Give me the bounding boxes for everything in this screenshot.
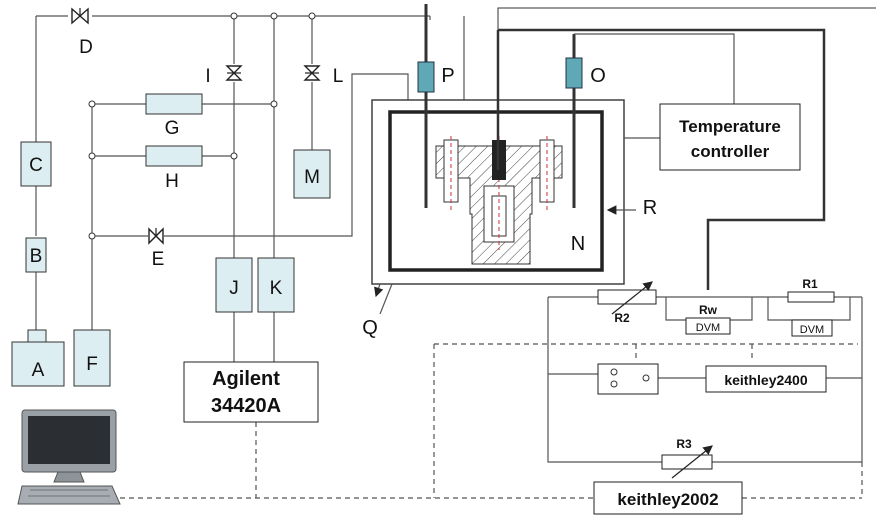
label-G: G bbox=[165, 118, 180, 139]
keithley2400-label: keithley2400 bbox=[724, 372, 807, 388]
temperature-controller: Temperature controller bbox=[659, 103, 801, 171]
component-K-box bbox=[257, 257, 295, 313]
label-Q: Q bbox=[362, 317, 378, 339]
component-A-cap bbox=[27, 329, 47, 343]
label-I: I bbox=[205, 66, 210, 87]
probe-O bbox=[565, 34, 583, 208]
agilent-line1: Agilent bbox=[212, 368, 280, 390]
junction-nodes bbox=[88, 12, 316, 240]
label-R3: R3 bbox=[676, 437, 692, 451]
label-H: H bbox=[165, 171, 179, 192]
dvm-1-label: DVM bbox=[696, 322, 720, 334]
label-Rw: Rw bbox=[699, 303, 718, 317]
valve-E bbox=[148, 227, 164, 245]
label-R: R bbox=[643, 197, 657, 219]
label-O: O bbox=[590, 65, 606, 87]
component-C-box bbox=[20, 141, 52, 187]
component-A-box bbox=[11, 341, 65, 387]
label-K: K bbox=[270, 278, 283, 299]
resistor-R1: R1 DVM bbox=[787, 277, 835, 337]
resistor-R2: R2 bbox=[597, 281, 657, 325]
label-E: E bbox=[152, 249, 165, 270]
label-B: B bbox=[30, 246, 43, 267]
component-F-box bbox=[73, 329, 111, 387]
label-N: N bbox=[571, 233, 585, 255]
temperature-controller-line2: controller bbox=[691, 142, 770, 161]
label-M: M bbox=[304, 167, 320, 188]
valve-D bbox=[71, 7, 89, 25]
keithley2400: keithley2400 bbox=[705, 365, 827, 393]
component-G-box bbox=[145, 93, 203, 115]
resistor-Rw: Rw DVM bbox=[685, 303, 731, 335]
label-L: L bbox=[333, 66, 344, 87]
resistor-R3: R3 bbox=[661, 437, 713, 479]
label-A: A bbox=[32, 360, 45, 381]
label-D: D bbox=[79, 37, 93, 58]
agilent-meter: Agilent 34420A bbox=[183, 361, 319, 423]
agilent-line2: 34420A bbox=[211, 395, 281, 417]
valve-L bbox=[303, 65, 321, 81]
label-P: P bbox=[441, 65, 454, 87]
switch-box bbox=[597, 363, 659, 395]
dvm-2-label: DVM bbox=[800, 324, 824, 336]
label-R1: R1 bbox=[802, 277, 818, 291]
sample-cell-block bbox=[435, 136, 563, 265]
computer-icon bbox=[17, 409, 121, 505]
valve-I bbox=[225, 65, 243, 81]
label-R2: R2 bbox=[614, 311, 630, 325]
component-B-box bbox=[25, 237, 47, 273]
temperature-controller-line1: Temperature bbox=[679, 117, 781, 136]
component-J-box bbox=[215, 257, 253, 313]
label-F: F bbox=[86, 354, 98, 375]
probe-P bbox=[417, 4, 435, 208]
keithley2002-label: keithley2002 bbox=[617, 490, 718, 509]
component-M-box bbox=[293, 149, 331, 199]
keithley2002: keithley2002 bbox=[593, 481, 743, 515]
label-J: J bbox=[229, 278, 239, 299]
component-H-box bbox=[145, 145, 203, 167]
label-C: C bbox=[29, 155, 43, 176]
